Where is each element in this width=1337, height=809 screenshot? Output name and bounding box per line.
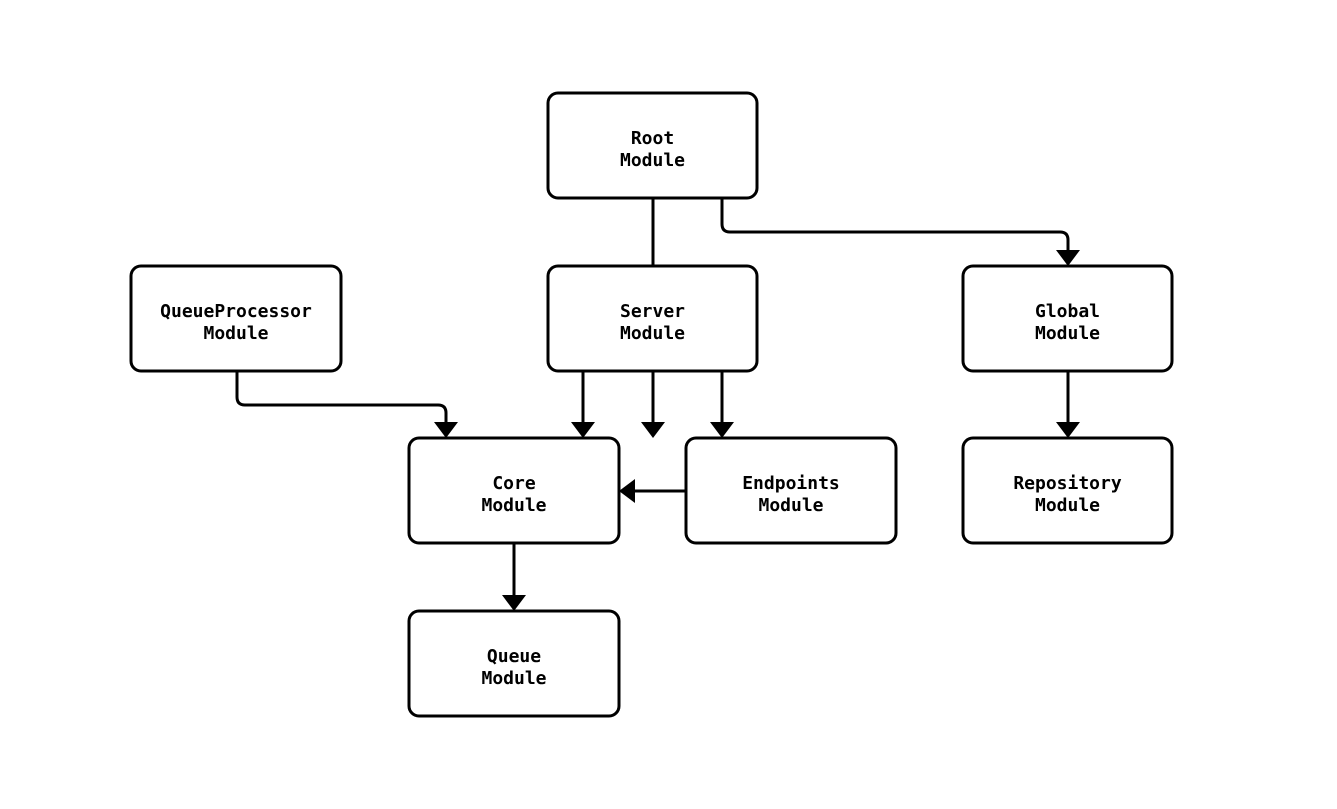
- node-core-module: Core Module: [407, 436, 621, 545]
- node-queueprocessor-module-label-line2: Module: [203, 323, 268, 344]
- edge-global-to-repository: [1056, 371, 1080, 438]
- node-core-module-label-line2: Module: [481, 495, 546, 516]
- node-queue-module: Queue Module: [407, 609, 621, 718]
- node-root-module-label-line2: Module: [620, 150, 685, 171]
- node-server-module-label-line2: Module: [620, 323, 685, 344]
- node-queueprocessor-module-label-line1: QueueProcessor: [160, 301, 312, 322]
- node-repository-module-label-line1: Repository: [1013, 473, 1122, 494]
- node-queue-module-label-line2: Module: [481, 668, 546, 689]
- node-server-module-label-line1: Server: [620, 301, 685, 322]
- edge-core-to-queue: [502, 543, 526, 611]
- node-global-module: Global Module: [961, 264, 1174, 373]
- node-global-module-label-line1: Global: [1035, 301, 1100, 322]
- node-repository-module-label-line2: Module: [1035, 495, 1100, 516]
- node-core-module-label-line1: Core: [492, 473, 536, 494]
- node-global-module-label-line2: Module: [1035, 323, 1100, 344]
- node-queue-module-label-line1: Queue: [487, 646, 541, 667]
- edge-queueprocessor-to-core: [235, 371, 458, 438]
- node-root-module-label-line1: Root: [631, 128, 674, 149]
- node-endpoints-module: Endpoints Module: [684, 436, 898, 545]
- edge-server-to-endpoints: [710, 371, 734, 438]
- edge-endpoints-to-core: [619, 479, 686, 503]
- node-endpoints-module-label-line2: Module: [758, 495, 823, 516]
- node-repository-module: Repository Module: [961, 436, 1174, 545]
- edge-server-to-core: [571, 371, 595, 438]
- node-endpoints-module-label-line1: Endpoints: [742, 473, 840, 494]
- edge-root-to-global: [720, 198, 1080, 266]
- node-queueprocessor-module: QueueProcessor Module: [129, 264, 343, 373]
- node-root-module: Root Module: [546, 91, 759, 200]
- node-server-module: Server Module: [546, 264, 759, 373]
